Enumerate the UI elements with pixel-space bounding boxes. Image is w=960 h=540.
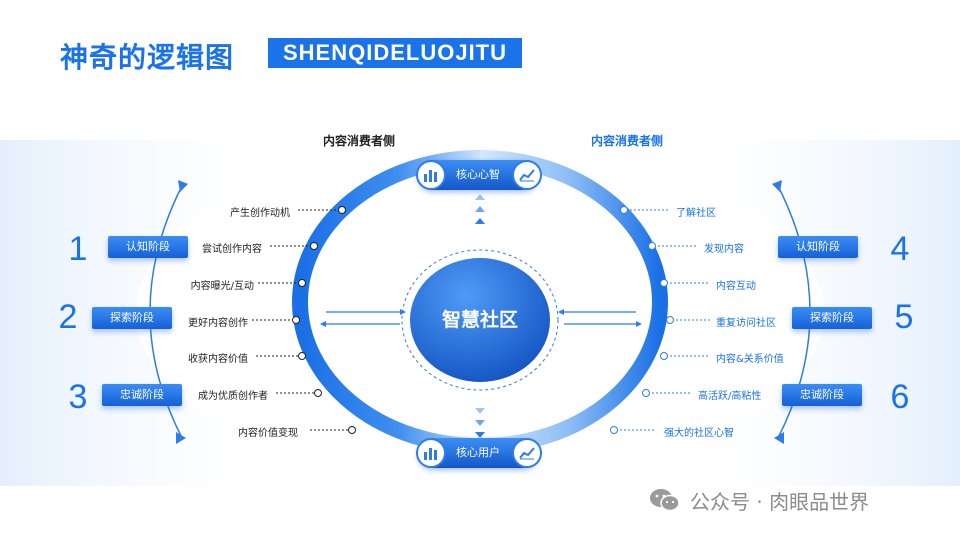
- left-item: 成为优质创作者: [198, 391, 268, 402]
- stage-number: 2: [58, 298, 78, 336]
- stage-number: 3: [68, 378, 88, 416]
- subtitle-box: [268, 38, 522, 68]
- right-item: 发现内容: [704, 244, 744, 255]
- right-item: 了解社区: [676, 208, 716, 219]
- right-item: 高活跃/高粘性: [698, 391, 762, 402]
- left-item: 收获内容价值: [188, 354, 248, 365]
- left-item: 产生创作动机: [230, 208, 290, 219]
- stage-button: 忠诚阶段: [102, 384, 182, 406]
- stage-button: 认知阶段: [108, 236, 188, 258]
- line-chart-icon: [512, 160, 542, 190]
- right-item: 强大的社区心智: [664, 428, 734, 439]
- wechat-icon: [650, 489, 680, 512]
- right-item: 内容互动: [716, 281, 756, 292]
- stage-number: 6: [890, 378, 910, 416]
- right-header: 内容消费者侧: [590, 134, 663, 148]
- stage-button: 探索阶段: [792, 307, 872, 329]
- stage-number: 5: [894, 298, 914, 336]
- bar-chart-icon: [416, 160, 446, 190]
- bottom-pill-label: 核心用户: [456, 446, 500, 459]
- core-circle-label: 智慧社区: [441, 309, 518, 331]
- left-item: 更好内容创作: [188, 318, 248, 329]
- right-item: 重复访问社区: [716, 318, 776, 329]
- line-chart-icon: [512, 438, 542, 468]
- page-title: 神奇的逻辑图: [60, 41, 235, 74]
- left-item: 内容价值变现: [238, 428, 298, 439]
- left-item: 尝试创作内容: [202, 244, 262, 255]
- left-item: 内容曝光/互动: [190, 281, 254, 292]
- stage-button: 认知阶段: [778, 236, 858, 258]
- stage-button: 探索阶段: [92, 307, 172, 329]
- stage-number: 1: [68, 230, 88, 268]
- brand-label: 公众号 · 肉眼品世界: [690, 490, 870, 514]
- top-pill-label: 核心心智: [456, 168, 500, 181]
- page-subtitle: SHENQIDELUOJITU: [282, 40, 508, 65]
- left-header: 内容消费者侧: [322, 134, 395, 148]
- stage-button: 忠诚阶段: [782, 384, 862, 406]
- right-item: 内容&关系价值: [716, 354, 784, 365]
- bar-chart-icon: [416, 438, 446, 468]
- stage-number: 4: [890, 230, 910, 268]
